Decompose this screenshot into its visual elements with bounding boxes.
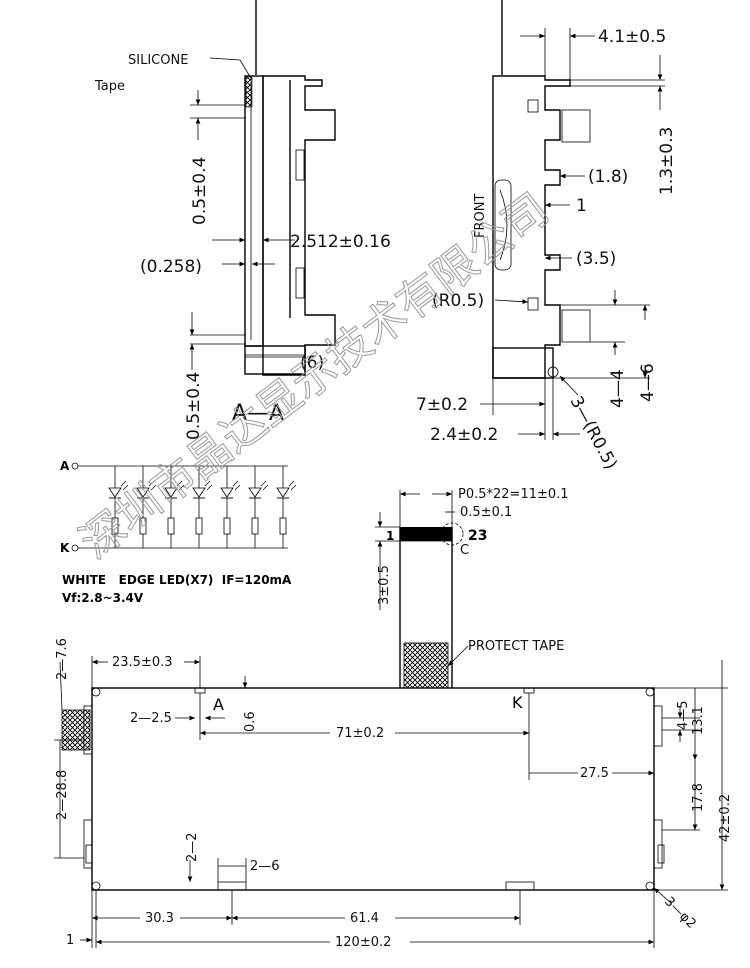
connector-k-label: K — [512, 693, 523, 712]
led-string — [108, 466, 129, 548]
silicone-label: SILICONE — [128, 53, 188, 68]
dim-top-label: 4.1±0.5 — [598, 27, 666, 47]
fpc-contact-strip — [400, 527, 452, 541]
led-string — [276, 466, 297, 548]
backlight-outline — [91, 687, 655, 891]
dim-44-label: 4—4 — [608, 369, 628, 408]
front-label: FRONT — [473, 194, 488, 238]
dim-275-label: 27.5 — [580, 766, 609, 781]
dim-120-label: 120±0.2 — [335, 935, 391, 950]
dim-614-label: 61.4 — [350, 911, 379, 926]
section-title: A—A — [232, 401, 284, 426]
protect-tape-area — [403, 642, 449, 689]
dim-46-label: 4—6 — [638, 363, 658, 402]
thickness-dim-2-label: 0.5±0.4 — [184, 372, 204, 440]
dim-42-label: 42±0.2 — [718, 794, 733, 842]
dim-303-label: 30.3 — [145, 911, 174, 926]
pitch-label: P0.5*22=11±0.1 — [458, 487, 569, 502]
gap-dim-label: (0.258) — [140, 257, 202, 277]
dim-45-label: 4—5 — [676, 700, 691, 730]
dim-7-label: 7±0.2 — [416, 395, 468, 415]
led-strings — [108, 466, 297, 548]
silicone-tape — [245, 76, 253, 108]
led-circuit: A K WHITE EDGE LED(X7) IF=120mA Vf:2.8~3… — [60, 459, 297, 605]
led-spec-line2: Vf:2.8~3.4V — [62, 591, 144, 605]
lgp-dim-label: 2.512±0.16 — [290, 232, 391, 252]
dim-18-label: (1.8) — [588, 167, 628, 187]
dim-178-label: 17.8 — [691, 783, 706, 812]
led-string — [248, 466, 269, 548]
dim-1-label: 1 — [66, 933, 74, 948]
led-string — [164, 466, 185, 548]
dim-2-288-label: 2—28.8 — [55, 770, 70, 820]
led-spec-line1: WHITE EDGE LED(X7) IF=120mA — [62, 573, 292, 587]
detail-c-label: C — [460, 543, 469, 558]
protect-tape-label: PROTECT TAPE — [468, 639, 564, 654]
dim-2-76-label: 2—7.6 — [55, 638, 70, 680]
dim-2-2-label: 2—2 — [185, 832, 200, 862]
dim-35-label: (3.5) — [576, 249, 616, 269]
dim-2-6-label: 2—6 — [250, 859, 280, 874]
fpc-tail: C 23 1 P0.5*22=11±0.1 0.5±0.1 3±0.5 PROT… — [375, 487, 569, 689]
cathode-label: K — [60, 541, 70, 555]
dim-131-label: 13.1 — [691, 706, 706, 735]
side-view: FRONT 4.1±0.5 1.3±0.3 (1.8) 1 (3.5) (R0.… — [416, 0, 677, 473]
tape-label: Tape — [94, 79, 125, 94]
dim-right-label: 1.3±0.3 — [657, 127, 677, 195]
dim-06-label: 0.6 — [243, 711, 258, 732]
tail-height-label: 3±0.5 — [377, 565, 392, 605]
dim-235-label: 23.5±0.3 — [112, 655, 173, 670]
led-string — [192, 466, 213, 548]
dim-1-label: 1 — [576, 196, 587, 216]
pin-1-label: 1 — [386, 529, 394, 543]
dim-r05-label: (R0.5) — [432, 291, 484, 311]
connector-a-label: A — [213, 695, 224, 714]
lgp-body — [244, 75, 264, 347]
thickness-dim-label: 0.5±0.4 — [190, 157, 210, 225]
dim-24-label: 2.4±0.2 — [430, 425, 498, 445]
pin-23-label: 23 — [468, 528, 487, 544]
pin-width-label: 0.5±0.1 — [460, 505, 512, 520]
dim-6-label: (6) — [300, 353, 324, 373]
left-hook-upper — [61, 709, 91, 751]
anode-label: A — [60, 459, 70, 473]
front-view: 2—7.6 2—28.8 23.5±0.3 A K 2—2.5 0.6 71±0… — [54, 638, 733, 950]
led-string — [136, 466, 157, 548]
dim-71-label: 71±0.2 — [336, 726, 384, 741]
section-view: SILICONE Tape 0.5±0.4 2.512±0.16 (0.258)… — [94, 0, 391, 440]
dim-3-phi2-label: 3—φ2 — [661, 894, 699, 932]
led-string — [220, 466, 241, 548]
dim-2-25-label: 2—2.5 — [130, 711, 172, 726]
